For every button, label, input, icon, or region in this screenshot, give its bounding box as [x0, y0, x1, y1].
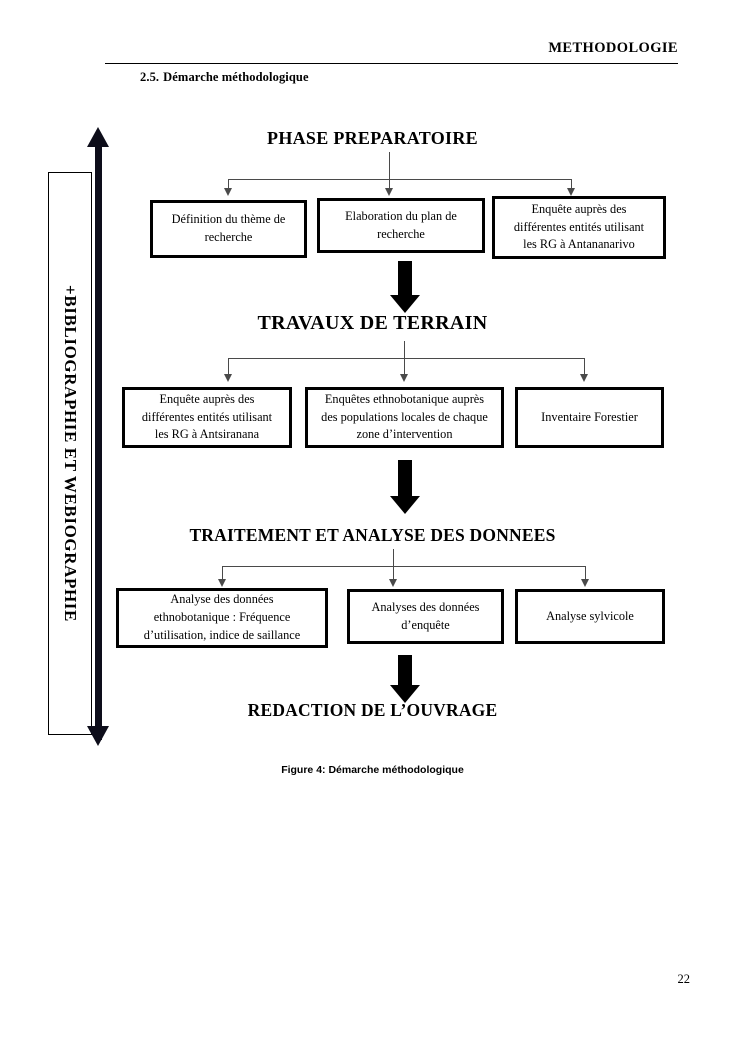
phase-2-box-2[interactable]: Enquêtes ethnobotanique auprès des popul… [305, 387, 504, 448]
bibliography-arrow-shaft [95, 142, 102, 740]
section-number: 2.5. [140, 70, 160, 84]
phase-3-box-3[interactable]: Analyse sylvicole [515, 589, 665, 644]
phase-3-box-2-line-1: Analyses des données [371, 599, 480, 614]
phase-1-box-3[interactable]: Enquête auprès des différentes entités u… [492, 196, 666, 259]
phase-3-box-3-line-1: Analyse sylvicole [546, 608, 634, 623]
block-arrow-3-shaft [398, 655, 412, 687]
phase-1-box-1[interactable]: Définition du thème de recherche [150, 200, 307, 258]
figure-caption: Figure 4: Démarche méthodologique [281, 764, 464, 776]
phase-2-box-1-line-1: Enquête auprès des [159, 391, 255, 406]
phase-2-box-3-line-1: Inventaire Forestier [541, 409, 638, 424]
phase-1-box-3-line-1: Enquête auprès des [531, 201, 627, 216]
bibliography-arrow-down-icon [87, 726, 109, 746]
phase-2-connector-drop-3 [584, 358, 585, 380]
phase-3-connector-bar [222, 566, 585, 567]
phase-3-box-2[interactable]: Analyses des données d’enquête [347, 589, 504, 644]
block-arrow-2-down-icon [390, 496, 420, 514]
phase-1-connector-drop-2 [389, 179, 390, 194]
phase-1-arrow-down-icon-3 [567, 188, 575, 196]
phase-3-connector-stem [393, 549, 394, 569]
bibliography-bar-box [48, 172, 92, 735]
phase-2-box-3[interactable]: Inventaire Forestier [515, 387, 664, 448]
phase-2-box-1-line-3: les RG à Antsiranana [154, 427, 260, 442]
bibliography-bar-label: +BIBLIOGRAPHIE ET WEBIOGRAPHIE [61, 285, 80, 622]
phase-2-arrow-down-icon-2 [400, 374, 408, 382]
phase-1-connector-drop-3 [571, 179, 572, 194]
phase-2-connector-stem [404, 341, 405, 366]
header-rule [105, 63, 678, 64]
phase-3-arrow-down-icon-1 [218, 579, 226, 587]
phase-1-connector-stem [389, 152, 390, 179]
phase-2-box-2-line-1: Enquêtes ethnobotanique auprès [324, 391, 485, 406]
phase-2-connector-drop-1 [228, 358, 229, 380]
phase-3-arrow-down-icon-2 [389, 579, 397, 587]
phase-3-connector-drop-1 [222, 566, 223, 585]
phase-1-box-1-line-2: recherche [204, 230, 253, 244]
phase-2-connector-bar [228, 358, 584, 359]
running-header-title: METHODOLOGIE [548, 40, 678, 56]
phase-1-box-3-line-3: les RG à Antananarivo [523, 237, 635, 252]
phase-2-box-2-line-2: des populations locales de chaque [321, 409, 488, 424]
phase-3-title: TRAITEMENT ET ANALYSE DES DONNEES [189, 525, 556, 545]
block-arrow-3-down-icon [390, 685, 420, 703]
section-heading: 2.5.Démarche méthodologique [140, 70, 309, 85]
block-arrow-2-shaft [398, 460, 412, 498]
phase-1-title: PHASE PREPARATOIRE [267, 128, 478, 148]
phase-3-arrow-down-icon-3 [581, 579, 589, 587]
block-arrow-1-shaft [398, 261, 412, 297]
phase-1-box-1-line-1: Définition du thème de [171, 212, 286, 227]
phase-2-box-2-line-3: zone d’intervention [356, 427, 453, 442]
phase-2-box-1-line-2: différentes entités utilisant [141, 409, 273, 424]
phase-1-box-2[interactable]: Elaboration du plan de recherche [317, 198, 485, 253]
phase-2-box-1[interactable]: Enquête auprès des différentes entités u… [122, 387, 292, 448]
phase-3-connector-drop-3 [585, 566, 586, 585]
block-arrow-1-down-icon [390, 295, 420, 313]
page-number: 22 [677, 972, 691, 986]
phase-1-connector-bar [228, 179, 571, 180]
phase-1-box-2-line-2: recherche [377, 226, 425, 241]
phase-3-box-1-line-2: ethnobotanique : Fréquence [153, 610, 291, 625]
phase-1-arrow-down-icon-1 [224, 188, 232, 196]
phase-1-box-3-line-2: différentes entités utilisant [513, 219, 645, 234]
phase-2-title: TRAVAUX DE TERRAIN [257, 312, 488, 334]
section-title: Démarche méthodologique [163, 70, 309, 84]
phase-4-title: REDACTION DE L’OUVRAGE [247, 700, 498, 720]
phase-1-box-2-line-1: Elaboration du plan de [345, 208, 457, 223]
phase-2-arrow-down-icon-1 [224, 374, 232, 382]
phase-1-connector-drop-1 [228, 179, 229, 194]
phase-2-arrow-down-icon-3 [580, 374, 588, 382]
phase-3-connector-drop-2 [393, 566, 394, 585]
phase-3-box-1[interactable]: Analyse des données ethnobotanique : Fré… [116, 588, 328, 648]
phase-3-box-2-line-2: d’enquête [401, 617, 450, 632]
bibliography-arrow-up-icon [87, 127, 109, 147]
phase-3-box-1-line-1: Analyse des données [170, 592, 274, 607]
phase-2-connector-drop-2 [404, 358, 405, 380]
phase-1-arrow-down-icon-2 [385, 188, 393, 196]
phase-3-box-1-line-3: d’utilisation, indice de saillance [143, 627, 301, 642]
